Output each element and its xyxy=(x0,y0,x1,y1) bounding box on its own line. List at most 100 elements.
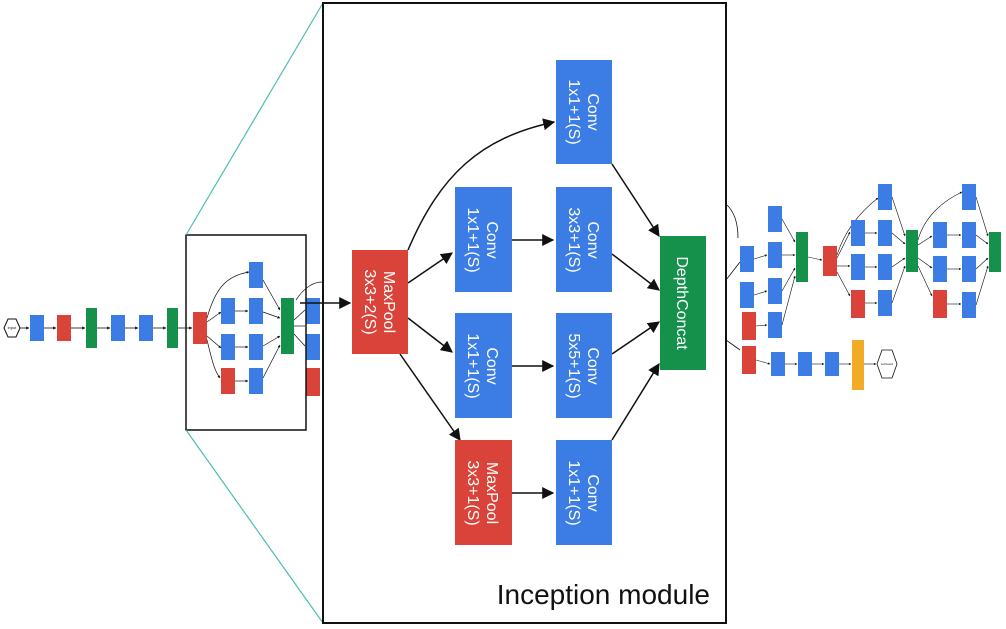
edge xyxy=(836,231,851,259)
edge-5x5-to-concat xyxy=(611,321,660,355)
tail-conv xyxy=(768,278,782,304)
edge-proj-to-concat xyxy=(611,362,660,441)
depthconcat-node xyxy=(660,236,706,370)
mini-depthconcat xyxy=(281,298,294,354)
conv-reduce-b-node xyxy=(455,313,512,418)
conv-5x5-line2: 5x5+1(S) xyxy=(565,333,582,398)
mini-conv-reduce-a xyxy=(221,298,235,324)
maxpool-input-line1: MaxPool xyxy=(380,271,397,333)
maxpool-branch-line2: 3x3+1(S) xyxy=(464,460,481,525)
output-node xyxy=(876,349,898,379)
edge xyxy=(917,235,933,246)
stem-localrespnorm-1 xyxy=(86,308,97,348)
conv-5x5-node xyxy=(556,313,612,418)
mini-conv-proj xyxy=(249,368,263,394)
edge xyxy=(725,261,741,281)
input-label: input xyxy=(8,325,18,330)
edge xyxy=(975,196,989,237)
edge-maxpool-to-conv-reduce-a xyxy=(407,252,453,284)
edge xyxy=(262,279,281,311)
mini-conv-5x5 xyxy=(249,334,263,360)
edge xyxy=(262,311,281,319)
maxpool-branch-line1: MaxPool xyxy=(483,462,500,524)
tail-conv xyxy=(878,220,892,246)
edge xyxy=(753,290,768,296)
conv-3x3-node xyxy=(556,187,612,292)
edge xyxy=(295,281,323,301)
edge xyxy=(781,275,796,326)
aux-conv xyxy=(771,352,785,376)
stem-conv-2 xyxy=(111,315,125,341)
edge xyxy=(891,196,906,237)
edge xyxy=(917,265,933,297)
tail-conv xyxy=(878,184,892,210)
output-label: softmax2 xyxy=(881,362,894,366)
tail-conv xyxy=(878,290,892,316)
depthconcat-label: DepthConcat xyxy=(673,256,690,350)
tail-conv xyxy=(768,312,782,338)
tail-conv xyxy=(768,242,782,268)
conv-top-line1: Conv xyxy=(584,93,601,130)
mini-maxpool xyxy=(193,312,207,344)
edge xyxy=(836,271,851,297)
tail-maxpool-2 xyxy=(823,246,837,276)
aux-fc-1 xyxy=(798,352,812,376)
mini-conv-3x3 xyxy=(249,298,263,324)
edge-maxpool-to-maxpool-branch xyxy=(399,353,461,441)
next-maxpool xyxy=(306,368,320,396)
conv-3x3-line2: 3x3+1(S) xyxy=(565,207,582,272)
edge-maxpool-to-conv-top xyxy=(407,118,556,251)
zoom-source-box xyxy=(185,234,307,431)
next-conv-top xyxy=(306,298,320,324)
tail-conv xyxy=(962,292,976,318)
conv-top-node xyxy=(556,60,612,164)
edge xyxy=(755,359,771,365)
tail-depthconcat xyxy=(989,232,1001,272)
tail-avgpool-aux xyxy=(742,346,756,374)
edge xyxy=(807,256,823,261)
edge xyxy=(755,324,768,327)
edge xyxy=(975,257,989,270)
next-conv-mid xyxy=(306,334,320,360)
tail-conv xyxy=(740,282,754,308)
conv-5x5-line1: Conv xyxy=(584,347,601,384)
inception-module-frame xyxy=(322,2,727,624)
edge xyxy=(725,339,741,351)
edge-maxpool-to-conv-reduce-b xyxy=(407,317,453,353)
edge xyxy=(293,309,306,321)
mini-maxpool-branch xyxy=(221,368,235,394)
edge-conv-top-to-concat xyxy=(611,163,660,238)
inception-module-panel: MaxPool 3x3+2(S) Conv 1x1+1(S) Conv 1x1+… xyxy=(300,2,727,624)
edge xyxy=(753,254,768,260)
edge xyxy=(206,339,221,379)
conv-proj-node xyxy=(556,440,612,545)
edge xyxy=(917,191,963,241)
tail-conv xyxy=(740,246,754,272)
maxpool-branch-node xyxy=(455,440,512,545)
conv-proj-line1: Conv xyxy=(584,474,601,511)
tail-depthconcat xyxy=(796,232,808,282)
aux-fc-2 xyxy=(825,352,839,376)
mini-conv-top xyxy=(249,262,263,288)
edge xyxy=(262,344,281,379)
tail-conv xyxy=(962,184,976,210)
tail-maxpool xyxy=(933,290,947,318)
conv-3x3-line1: Conv xyxy=(584,221,601,258)
edge xyxy=(781,267,796,292)
edge xyxy=(206,311,222,323)
tail-depthconcat xyxy=(906,230,918,272)
stem-maxpool-1 xyxy=(57,315,71,341)
edge xyxy=(206,335,222,349)
stem-conv-3 xyxy=(139,315,153,341)
edge xyxy=(891,232,906,245)
tail-maxpool xyxy=(851,290,865,318)
edge xyxy=(917,257,933,269)
edge xyxy=(725,203,739,239)
network-tail: softmax2 xyxy=(725,184,1001,390)
zoom-line-bottom xyxy=(185,429,324,624)
tail-conv xyxy=(962,222,976,248)
tail-conv xyxy=(851,220,865,246)
conv-reduce-a-line2: 1x1+1(S) xyxy=(464,207,481,272)
edge xyxy=(781,218,796,243)
